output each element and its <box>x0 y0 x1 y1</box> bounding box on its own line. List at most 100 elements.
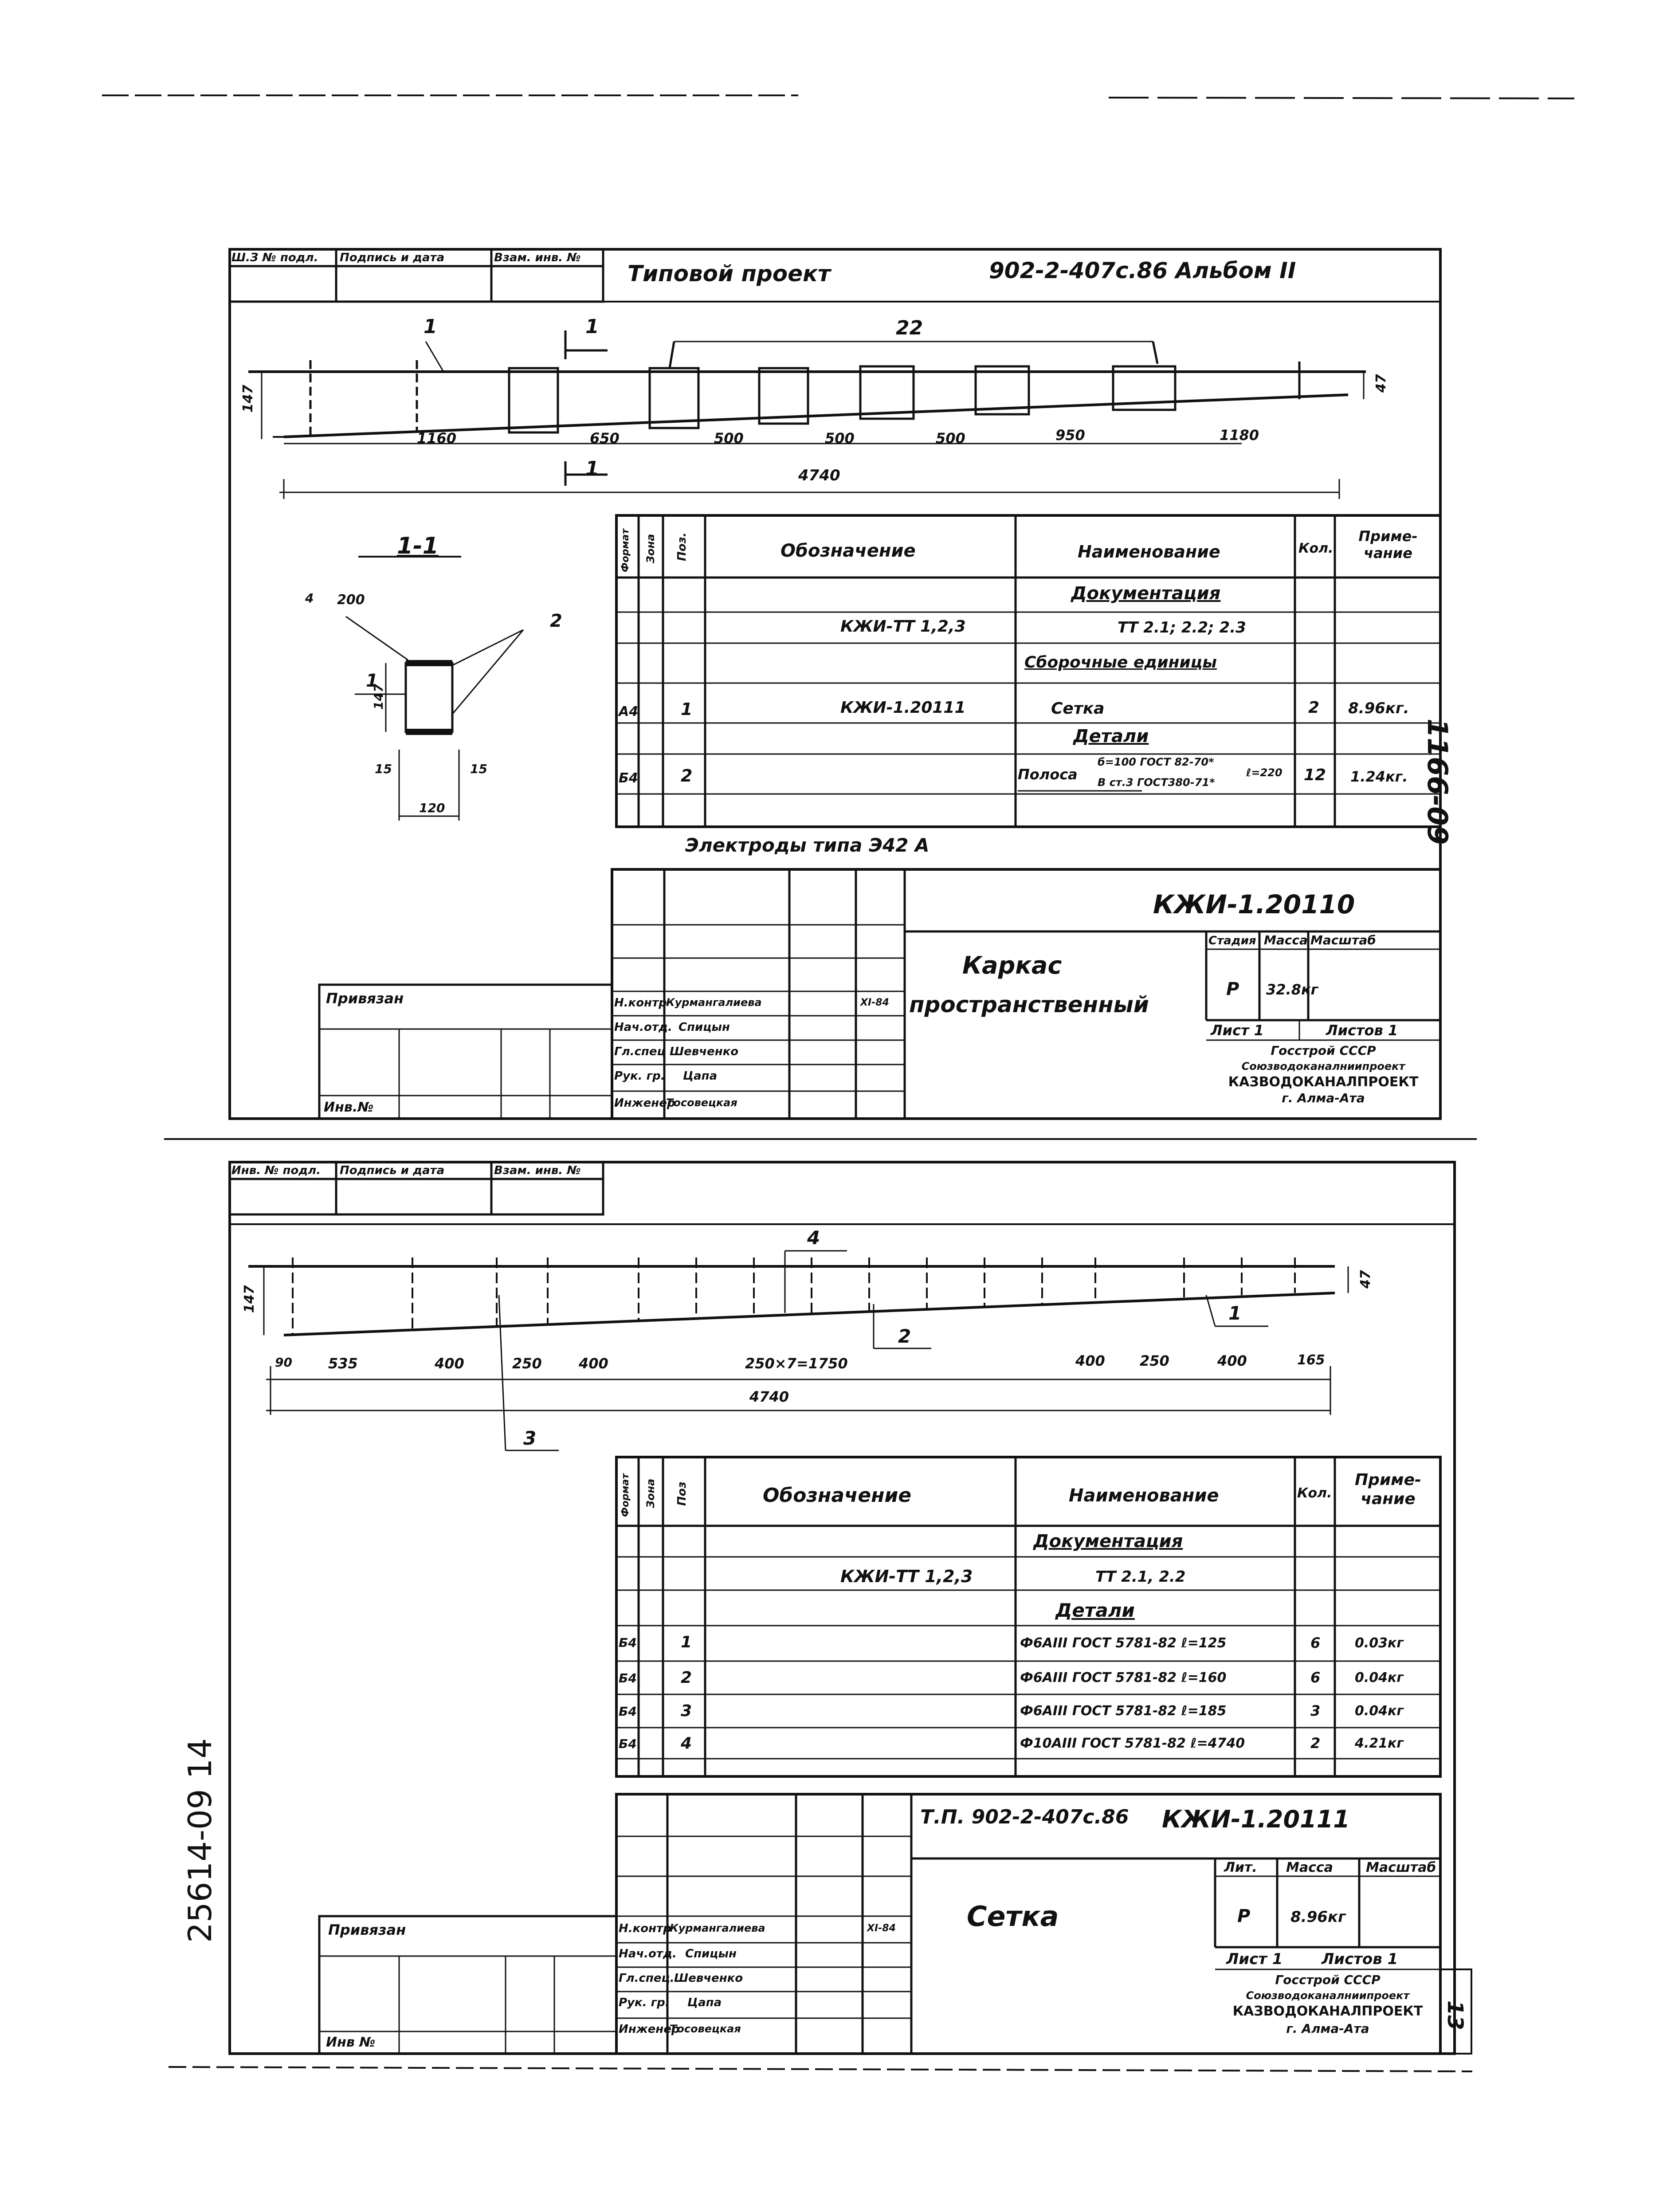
b-spec-section-documentation: Документация <box>1033 1531 1183 1552</box>
tb-role-2: Гл.спец <box>614 1045 666 1058</box>
b-leader-4: 4 <box>807 1227 820 1249</box>
spec-r1-format: А4 <box>619 704 639 719</box>
b-tb-role-0: Н.контр <box>619 1922 671 1935</box>
tb-stage-value: Р <box>1226 979 1239 999</box>
b-tb-stage-value: Р <box>1237 1906 1251 1926</box>
tb-scale-header: Масштаб <box>1310 933 1376 947</box>
spec-r1-qty: 2 <box>1308 699 1320 717</box>
b-spec-doc-name: ТТ 2.1, 2.2 <box>1095 1568 1186 1586</box>
tb-org-2: Союзводоканалниипроект <box>1241 1060 1405 1073</box>
tb-code: КЖИ-1.20110 <box>1153 889 1355 919</box>
leader-22-label: 22 <box>896 317 923 339</box>
header-typical-project: Типовой проект <box>628 261 831 287</box>
b-stamp-vzam-inv: Взам. инв. № <box>494 1164 581 1177</box>
b-spec-col-format: Формат <box>620 1473 631 1517</box>
b-spec-col-note: Приме- чание <box>1355 1471 1421 1509</box>
tb-date: XI-84 <box>860 997 889 1008</box>
b-dim-47: 47 <box>1358 1270 1373 1289</box>
b-spec-row-4-pos: 4 <box>681 1734 692 1752</box>
section-arrow-label-bottom: 1 <box>585 457 599 480</box>
b-spec-row-2-name: Ф6АIII ГОСТ 5781-82 ℓ=160 <box>1020 1670 1227 1686</box>
b-tb-title: Сетка <box>967 1900 1059 1933</box>
dim-47-vertical: 47 <box>1373 374 1389 393</box>
weld-note-200: 200 <box>337 592 365 608</box>
tb-stage-header: Стадия <box>1208 934 1256 947</box>
b-spec-col-pos: Поз <box>675 1481 689 1506</box>
tb-title-2: пространственный <box>909 992 1149 1018</box>
b-tb-lit-header: Лит. <box>1224 1860 1257 1875</box>
b-tb-org-3: КАЗВОДОКАНАЛПРОЕКТ <box>1232 2004 1423 2019</box>
b-spec-row-3-name: Ф6АIII ГОСТ 5781-82 ℓ=185 <box>1020 1703 1227 1719</box>
tb-role-0: Н.контр <box>614 996 667 1010</box>
b-dim-250-a: 250 <box>512 1355 542 1372</box>
spec-col-name: Наименование <box>1078 542 1220 562</box>
spec-col-note: Приме- чание <box>1358 528 1418 562</box>
spec-section-documentation: Документация <box>1071 583 1221 604</box>
b-tb-sheets: Листов 1 <box>1322 1950 1398 1968</box>
section-part-1: 1 <box>366 671 378 691</box>
b-spec-col-name: Наименование <box>1069 1485 1219 1506</box>
tb-name-2: Шевченко <box>670 1045 739 1058</box>
b-spec-row-3-note: 0.04кг <box>1355 1703 1404 1719</box>
tb-name-0: Курмангалиева <box>666 996 762 1009</box>
b-tb-sheet: Лист 1 <box>1226 1950 1283 1968</box>
b-dim-400-c: 400 <box>1075 1352 1105 1369</box>
spec-r2-name-gost: б=100 ГОСТ 82-70* <box>1098 756 1214 768</box>
spec-col-zone: Зона <box>644 534 657 563</box>
spec-section-details: Детали <box>1073 726 1149 747</box>
section-arrow-label-top: 1 <box>585 315 599 338</box>
stamp-inv-podl: Ш.З № подл. <box>231 251 318 264</box>
b-spec-row-1-note: 0.03кг <box>1355 1635 1404 1651</box>
electrodes-note: Электроды типа Э42 А <box>685 834 930 856</box>
b-dim-400-d: 400 <box>1217 1352 1247 1369</box>
b-tb-project: Т.П. 902-2-407с.86 <box>920 1806 1129 1828</box>
b-leader-3: 3 <box>523 1427 537 1449</box>
spec-col-qty: Кол. <box>1298 541 1334 556</box>
spec-r2-format: Б4 <box>619 770 638 786</box>
tb-org-4: г. Алма-Ата <box>1282 1091 1365 1105</box>
b-spec-row-4-note: 4.21кг <box>1355 1736 1404 1751</box>
spec-col-pos: Поз. <box>675 532 689 561</box>
b-spec-col-qty: Кол. <box>1297 1485 1332 1501</box>
section-1-1-title: 1-1 <box>397 533 439 559</box>
b-tb-role-3: Рук. гр. <box>619 1996 670 2009</box>
dim-500-b: 500 <box>825 430 855 447</box>
b-tb-role-4: Инженер <box>619 2023 680 2036</box>
tb-name-4: Тосовецкая <box>666 1096 737 1109</box>
tb-sheets: Листов 1 <box>1326 1022 1398 1039</box>
dim-147-vertical: 147 <box>240 385 256 413</box>
b-tied-label: Привязан <box>328 1921 406 1938</box>
b-spec-section-details: Детали <box>1055 1599 1135 1621</box>
b-dim-400-a: 400 <box>435 1355 464 1372</box>
b-tb-name-3: Цапа <box>687 1996 722 2009</box>
b-dim-250-b: 250 <box>1140 1352 1169 1369</box>
b-spec-row-4-format: Б4 <box>619 1737 637 1751</box>
tb-mass-value: 32.8кг <box>1266 981 1318 998</box>
spec-r1-name: Сетка <box>1051 699 1105 718</box>
dim-500-a: 500 <box>714 430 744 447</box>
b-spec-row-1-name: Ф6АIII ГОСТ 5781-82 ℓ=125 <box>1020 1635 1227 1651</box>
b-spec-row-4-name: Ф10АIII ГОСТ 5781-82 ℓ=4740 <box>1020 1736 1245 1751</box>
b-spec-row-2-pos: 2 <box>681 1669 692 1687</box>
b-tb-org-2: Союзводоканалниипроект <box>1246 1989 1410 2002</box>
b-dim-535: 535 <box>328 1355 358 1372</box>
b-stamp-inv-podl: Инв. № подл. <box>231 1164 321 1177</box>
spec-r2-name: Полоса <box>1018 766 1078 783</box>
tb-org-1: Госстрой СССР <box>1271 1043 1376 1058</box>
archive-number: 25614-09 14 <box>181 1738 219 1943</box>
b-tb-mass-header: Масса <box>1286 1860 1333 1875</box>
b-dim-250x7: 250×7=1750 <box>745 1355 848 1372</box>
tb-title-1: Каркас <box>962 951 1062 979</box>
b-tb-name-4: Тосовецкая <box>670 2023 741 2035</box>
section-dim-15-left: 15 <box>375 762 392 776</box>
b-dim-90: 90 <box>275 1355 292 1370</box>
b-inv-label: Инв № <box>326 2035 376 2050</box>
b-tb-name-2: Шевченко <box>674 1972 743 1985</box>
b-leader-2: 2 <box>898 1325 911 1347</box>
b-tb-code: КЖИ-1.20111 <box>1162 1805 1350 1833</box>
dim-950: 950 <box>1055 427 1085 444</box>
tied-label: Привязан <box>326 990 404 1007</box>
b-spec-row-2-format: Б4 <box>619 1671 637 1686</box>
b-spec-col-designation: Обозначение <box>763 1484 912 1507</box>
